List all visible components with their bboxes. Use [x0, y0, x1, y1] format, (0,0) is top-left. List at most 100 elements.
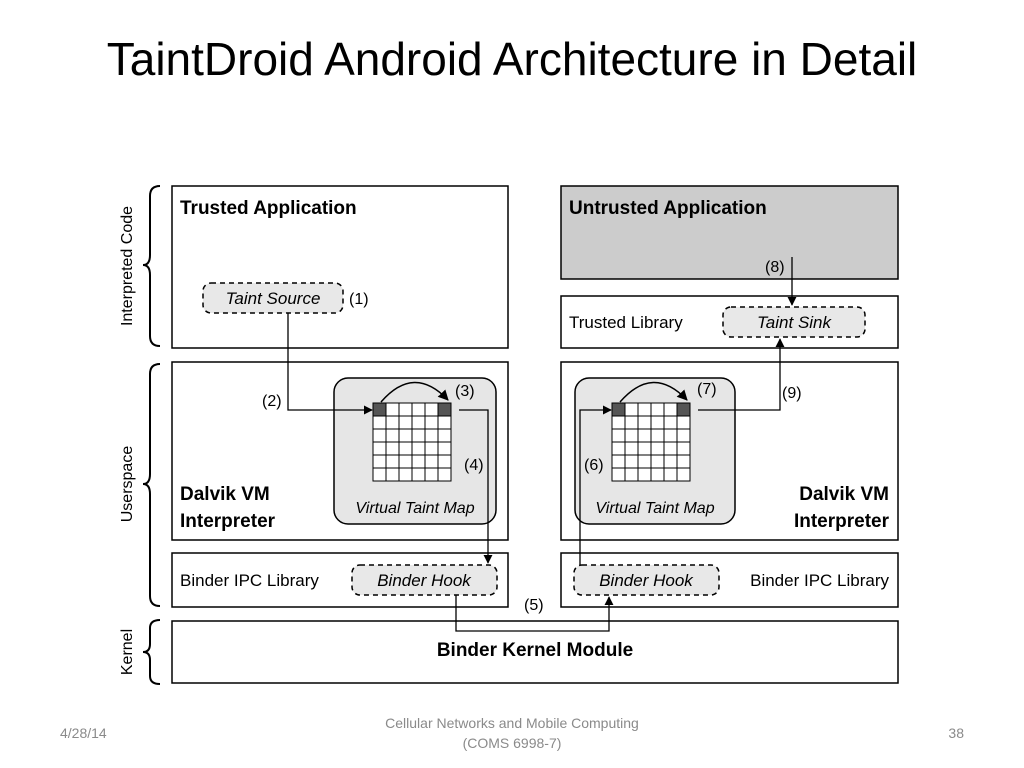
step-7-label: (7): [697, 381, 717, 398]
binder-hook-left-box: [351, 564, 498, 596]
layer-interpreted-code: Interpreted Code: [119, 185, 161, 347]
step-5-label: (5): [524, 597, 544, 614]
taint-map-cell: [624, 415, 639, 430]
taint-map-cell: [676, 428, 691, 443]
binder-ipc-right-label: Binder IPC Library: [750, 571, 889, 590]
taint-map-cell: [398, 454, 413, 469]
taint-map-cell: [424, 467, 439, 482]
taint-map-cell: [411, 402, 426, 417]
untrusted-application-box: [560, 185, 899, 280]
taint-map-grid-right: [611, 402, 691, 482]
binder-hook-right-label: Binder Hook: [599, 571, 694, 590]
taint-map-cell: [372, 428, 387, 443]
layer-label-interpreted-code: Interpreted Code: [119, 206, 136, 326]
taint-map-cell: [663, 415, 678, 430]
taint-map-cell: [411, 441, 426, 456]
arrow-4-map-to-binder-hook: [459, 409, 493, 564]
step-1-label: (1): [349, 291, 369, 308]
binder-hook-left-label: Binder Hook: [377, 571, 472, 590]
virtual-taint-map-right-label: Virtual Taint Map: [595, 500, 714, 517]
trusted-application-label: Trusted Application: [180, 198, 357, 219]
taint-map-cell: [650, 415, 665, 430]
taint-map-cell: [624, 402, 639, 417]
taint-map-cell: [398, 402, 413, 417]
taint-map-cell: [385, 415, 400, 430]
step-2-label: (2): [262, 393, 282, 410]
taint-map-cell: [424, 428, 439, 443]
taint-source-box: [202, 282, 344, 314]
taint-map-cell: [637, 415, 652, 430]
taint-map-cell: [611, 467, 626, 482]
arrow-5-through-kernel: [455, 595, 614, 632]
taint-map-cell: [663, 428, 678, 443]
taint-map-cell: [424, 415, 439, 430]
taint-map-cell: [650, 454, 665, 469]
taint-map-cell: [372, 454, 387, 469]
taint-map-cell: [385, 441, 400, 456]
taint-map-cell: [611, 428, 626, 443]
layer-label-kernel: Kernel: [119, 629, 136, 675]
taint-map-cell: [637, 454, 652, 469]
step-9-label: (9): [782, 385, 802, 402]
layer-kernel: Kernel: [119, 619, 161, 685]
taint-map-cell: [650, 467, 665, 482]
taint-map-cell: [424, 402, 439, 417]
trusted-application-box: [171, 185, 509, 349]
dalvik-vm-left-line1: Dalvik VM: [180, 484, 270, 505]
taint-map-cell: [611, 454, 626, 469]
arrow-9-map-to-taint-sink: [698, 338, 785, 411]
binder-hook-right-box: [573, 564, 720, 596]
binder-ipc-left-label: Binder IPC Library: [180, 571, 319, 590]
arrow-6-binder-hook-to-map: [579, 405, 612, 565]
footer-course: Cellular Networks and Mobile Computing (…: [312, 713, 712, 753]
brace-userspace: [142, 363, 161, 607]
tainted-cell: [676, 402, 691, 417]
step-8-label: (8): [765, 259, 785, 276]
step-4-label: (4): [464, 457, 484, 474]
taint-map-cell: [437, 415, 452, 430]
taint-map-cell: [372, 467, 387, 482]
dalvik-vm-right-line2: Interpreter: [794, 511, 890, 532]
footer-course-line2: (COMS 6998-7): [462, 735, 562, 751]
taint-map-grid-left: [372, 402, 452, 482]
untrusted-application-label: Untrusted Application: [569, 198, 767, 219]
taint-map-cell: [372, 441, 387, 456]
taint-map-cell: [398, 441, 413, 456]
brace-interpreted-code: [142, 185, 161, 347]
taint-sink-label: Taint Sink: [757, 313, 833, 332]
trusted-library-label: Trusted Library: [569, 313, 683, 332]
taint-map-cell: [411, 428, 426, 443]
taint-map-cell: [437, 428, 452, 443]
taint-map-cell: [437, 467, 452, 482]
taint-map-cell: [437, 441, 452, 456]
taint-map-left-curve-arrow: [380, 381, 449, 403]
taint-map-cell: [385, 467, 400, 482]
taint-map-cell: [663, 441, 678, 456]
taint-map-cell: [385, 402, 400, 417]
taint-map-cell: [398, 467, 413, 482]
dalvik-vm-left-line2: Interpreter: [180, 511, 276, 532]
taint-map-cell: [372, 415, 387, 430]
taint-map-cell: [637, 428, 652, 443]
taint-source-label: Taint Source: [226, 289, 321, 308]
taint-map-cell: [663, 454, 678, 469]
virtual-taint-map-left-label: Virtual Taint Map: [355, 500, 474, 517]
taint-map-right-curve-arrow: [619, 381, 688, 403]
footer-page-number: 38: [948, 725, 964, 741]
taint-map-cell: [650, 428, 665, 443]
taint-map-cell: [663, 467, 678, 482]
taint-sink-box: [722, 306, 866, 338]
layer-label-userspace: Userspace: [119, 446, 136, 523]
taint-map-cell: [676, 441, 691, 456]
binder-kernel-module-label: Binder Kernel Module: [437, 640, 633, 661]
taint-map-cell: [424, 441, 439, 456]
taint-map-cell: [437, 454, 452, 469]
taint-map-cell: [637, 467, 652, 482]
taint-map-cell: [650, 441, 665, 456]
taint-map-cell: [398, 428, 413, 443]
dalvik-vm-right-line1: Dalvik VM: [799, 484, 889, 505]
taint-map-cell: [624, 454, 639, 469]
taint-map-cell: [424, 454, 439, 469]
brace-kernel: [142, 619, 161, 685]
